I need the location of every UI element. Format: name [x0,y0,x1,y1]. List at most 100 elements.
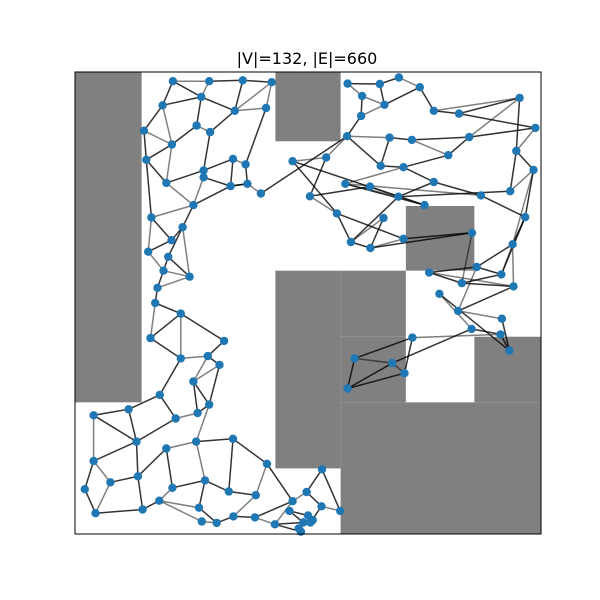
graph-edge [309,157,327,197]
plot-area [74,71,542,536]
graph-edge [165,144,173,184]
graph-edge [209,110,236,133]
graph-node [346,237,356,247]
graph-edge [345,183,425,206]
graph-edge [461,273,502,284]
graph-node [357,91,367,101]
obstacle-1 [275,72,341,142]
graph-edge [347,372,405,390]
graph-node [167,140,177,149]
graph-edge [471,328,501,336]
graph-edge [154,302,182,315]
graph-edge [354,336,413,360]
graph-edge [457,285,514,312]
graph-node [262,459,272,468]
graph-edge [429,271,514,288]
graph-edge [180,355,208,360]
graph-edge [192,364,220,383]
graph-node [203,351,212,361]
graph-node [509,282,518,291]
graph-node [250,513,260,522]
graph-node [176,354,185,363]
graph-node [144,247,153,256]
graph-node [288,497,297,506]
graph-edge [360,104,385,117]
graph-node [429,106,438,116]
graph-edge [93,408,129,417]
graph-node [230,106,239,116]
graph-node [189,200,198,210]
graph-edge [159,499,200,509]
graph-node [138,505,147,514]
graph-edge [203,176,231,187]
graph-edge [384,86,421,106]
graph-node [342,132,352,141]
graph-node [91,509,100,518]
graph-node [343,79,352,88]
graph-edge [447,136,470,156]
graph-node [89,456,98,466]
graph-node [317,502,326,511]
graph-edge [150,217,173,241]
graph-edge [429,266,477,274]
graph-node [341,179,350,188]
graph-node [365,182,375,191]
graph-node [197,92,206,102]
graph-edge [266,463,294,502]
graph-node [302,487,311,497]
graph-edge [166,169,204,184]
graph-edge [433,110,460,115]
graph-node [162,444,171,453]
graph-edge [151,204,194,219]
graph-node [171,414,180,423]
graph-edge [195,404,210,442]
graph-edge [198,480,206,508]
graph-edge [167,256,191,278]
graph-node [185,272,194,281]
graph-edge [461,232,473,284]
graph-node [133,472,143,481]
graph-edge [511,244,515,287]
graph-edge [201,96,236,112]
graph-edge [403,154,449,168]
graph-node [465,132,474,142]
graph-node [350,354,359,363]
graph-edge [305,468,323,493]
graph-edge [500,244,514,275]
graph-edge [228,438,234,492]
graph-node [219,336,229,346]
graph-node [296,527,306,536]
graph-node [366,243,375,253]
graph-node [531,123,540,133]
graph-edge [143,130,173,146]
graph-edge [145,159,167,184]
graph-node [467,324,476,334]
graph-edge [234,107,267,112]
graph-edge [150,337,182,360]
graph-node [89,411,98,420]
graph-edge [202,131,211,171]
graph-node [512,146,521,156]
obstacle-0 [75,72,142,403]
graph-edge [347,135,390,139]
graph-edge [398,190,511,198]
graph-edge [135,441,139,477]
graph-edge [347,362,393,390]
graph-node [343,384,352,393]
graph-edge [167,226,184,258]
graph-edge [476,243,514,268]
graph-edge [232,494,257,517]
graph-node [155,390,164,400]
graph-edge [292,156,327,162]
graph-node [467,228,477,237]
graph-node [205,77,214,86]
obstacle-4 [340,336,406,403]
graph-edge [228,490,256,496]
graph-node [192,121,201,130]
graph-edge [143,130,148,160]
graph-edge [524,169,535,218]
graph-edge [336,213,352,243]
graph-node [228,154,238,164]
graph-node [106,478,115,487]
graph-edge [274,521,304,526]
